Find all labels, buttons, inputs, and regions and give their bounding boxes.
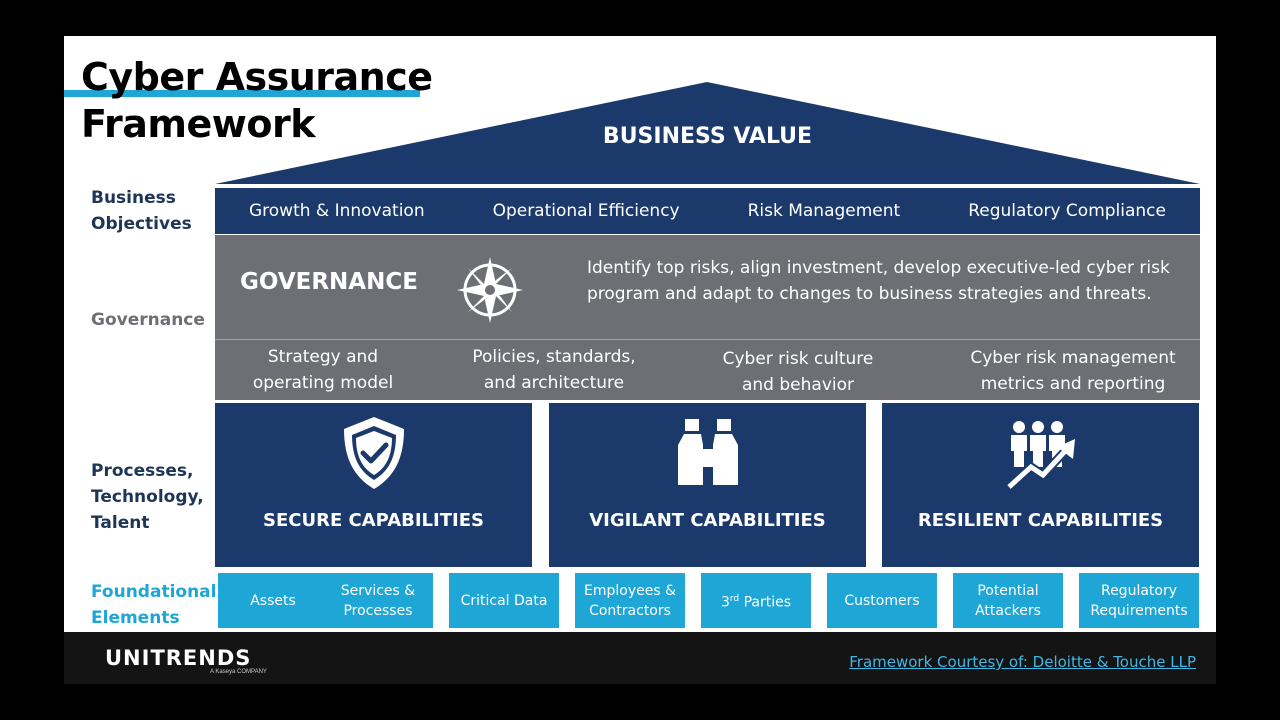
title-line-1: Cyber Assurance xyxy=(81,55,433,99)
slide: Cyber Assurance Framework Business Objec… xyxy=(64,36,1216,684)
governance-title: GOVERNANCE xyxy=(240,269,418,295)
capability-vigilant-label: VIGILANT CAPABILITIES xyxy=(589,510,826,531)
capability-resilient: RESILIENT CAPABILITIES xyxy=(882,403,1199,567)
governance-description: Identify top risks, align investment, de… xyxy=(587,258,1170,304)
shield-check-icon xyxy=(344,417,404,489)
foundational-customers: Customers xyxy=(827,573,937,628)
capability-vigilant: VIGILANT CAPABILITIES xyxy=(549,403,866,567)
governance-block: GOVERNANCE Identify top risks, align inv… xyxy=(215,235,1200,400)
capability-secure-label: SECURE CAPABILITIES xyxy=(263,510,484,531)
binoculars-icon xyxy=(678,419,738,485)
objective-efficiency: Operational Efficiency xyxy=(492,201,680,221)
business-value-label: BUSINESS VALUE xyxy=(602,124,813,149)
roof-triangle xyxy=(215,82,1200,184)
governance-item-culture: Cyber risk culture and behavior xyxy=(722,349,874,395)
governance-divider xyxy=(215,339,1200,340)
row-label-governance: Governance xyxy=(91,310,205,330)
objective-compliance: Regulatory Compliance xyxy=(968,201,1166,221)
capability-secure: SECURE CAPABILITIES xyxy=(215,403,532,567)
governance-item-strategy: Strategy and operating model xyxy=(252,347,394,393)
row-label-foundational: Foundational Elements xyxy=(91,582,217,628)
governance-item-policies: Policies, standards, and architecture xyxy=(472,347,636,393)
row-label-processes: Processes, Technology, Talent xyxy=(91,461,204,533)
foundational-third-parties: 3rd Parties xyxy=(701,573,811,628)
unitrends-logo: UNITRENDS xyxy=(105,646,252,670)
title-line-2: Framework xyxy=(81,102,316,146)
foundational-critical-data: Critical Data xyxy=(449,573,559,628)
credit-link[interactable]: Framework Courtesy of: Deloitte & Touche… xyxy=(849,653,1196,671)
slide-title: Cyber Assurance Framework xyxy=(81,54,433,148)
people-growth-icon xyxy=(1005,421,1075,491)
objective-risk: Risk Management xyxy=(747,201,901,221)
capability-resilient-label: RESILIENT CAPABILITIES xyxy=(917,510,1164,531)
foundational-services: Services &Processes xyxy=(323,573,433,628)
foundational-assets: Assets xyxy=(218,573,328,628)
row-label-business-objectives: Business Objectives xyxy=(91,188,192,234)
governance-item-metrics: Cyber risk management metrics and report… xyxy=(970,348,1176,394)
title-underline xyxy=(64,90,420,97)
compass-icon xyxy=(457,257,523,323)
footer-bar: UNITRENDS A Kaseya COMPANY Framework Cou… xyxy=(64,632,1216,684)
foundational-employees: Employees &Contractors xyxy=(575,573,685,628)
objective-growth: Growth & Innovation xyxy=(248,201,425,221)
logo-tagline: A Kaseya COMPANY xyxy=(210,669,267,675)
objectives-bar: Growth & Innovation Operational Efficien… xyxy=(215,186,1200,234)
